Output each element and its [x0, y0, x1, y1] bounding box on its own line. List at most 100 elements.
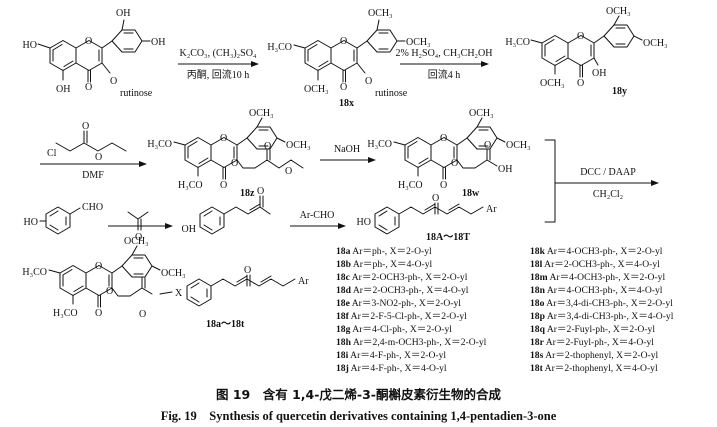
substituent-text: Ar＝2-F-5-Cl-ph-, X＝2-O-yl: [351, 311, 468, 322]
svg-text:18f Ar＝2-F-5-Cl-ph-, X＝2-O-yl: 18f Ar＝2-F-5-Cl-ph-, X＝2-O-yl: [336, 311, 467, 322]
condition-label: 丙酮, 回流10 h: [187, 68, 250, 81]
atom-label: O: [82, 121, 89, 132]
reagent-label: NaOH: [334, 144, 360, 155]
atom-label: Ar: [486, 204, 497, 215]
substituent-text: Ar＝3-NO2-ph-, X＝2-O-yl: [352, 298, 462, 309]
atom-label: HO: [24, 217, 38, 228]
reagent-label: DCC / DAAP: [580, 167, 636, 178]
figure-caption-chinese: 图 19 含有 1,4-戊二烯-3-酮槲皮素衍生物的合成: [215, 387, 501, 402]
compound-id: 18t: [530, 363, 544, 374]
atom-label: O: [231, 158, 238, 169]
svg-text:18o Ar＝3,4-di-CH3-ph-, X＝2-O-y: 18o Ar＝3,4-di-CH3-ph-, X＝2-O-yl: [530, 298, 673, 309]
atom-label: OCH₃: [606, 6, 631, 17]
svg-text:18j Ar＝4-F-ph-, X＝4-O-yl: 18j Ar＝4-F-ph-, X＝4-O-yl: [336, 363, 447, 374]
atom-label: OH: [151, 37, 165, 48]
compound-id: 18q: [530, 324, 546, 335]
atom-label: OCH₃: [304, 84, 329, 95]
atom-label: Ar: [298, 276, 309, 287]
compound-label-18A-18T: 18A～18T: [426, 232, 470, 243]
compound-id: 18g: [336, 324, 351, 335]
compound-id: 18j: [336, 363, 349, 374]
svg-text:18c Ar＝2-OCH3-ph-, X＝2-O-yl: 18c Ar＝2-OCH3-ph-, X＝2-O-yl: [336, 272, 468, 283]
atom-label: O: [340, 36, 347, 47]
substituent-text: Ar＝ph-, X＝2-O-yl: [352, 246, 432, 257]
hydroxybenzaldehyde-structure: [39, 206, 81, 235]
atom-label: H₃CO: [267, 42, 292, 53]
substituent-text: Ar＝ph-, X＝4-O-yl: [353, 259, 433, 270]
compound-label-18a-18t: 18a～18t: [206, 319, 245, 330]
svg-text:18k Ar＝4-OCH3-ph-, X＝2-O-yl: 18k Ar＝4-OCH3-ph-, X＝2-O-yl: [530, 246, 663, 257]
atom-label: HO: [23, 40, 37, 51]
substituent-list-right: 18k Ar＝4-OCH3-ph-, X＝2-O-yl 18l Ar＝2-OCH…: [530, 246, 674, 374]
atom-label: O: [244, 265, 251, 276]
atom-label: O: [85, 82, 92, 93]
reagent-label: 2% H₂SO₄, CH₃CH₂OH: [395, 48, 492, 59]
compound-id: 18o: [530, 298, 545, 309]
reaction-bracket: [544, 139, 556, 223]
compound-label-18w: 18w: [462, 188, 480, 199]
substituent-text: Ar＝2-Fuyl-ph-, X＝2-O-yl: [547, 324, 656, 335]
svg-text:18r Ar＝2-Fuyl-ph-, X＝4-O-yl: 18r Ar＝2-Fuyl-ph-, X＝4-O-yl: [530, 337, 654, 348]
substituent-text: Ar＝3,4-di-CH3-ph-, X＝4-O-yl: [547, 311, 674, 322]
atom-label: O: [220, 133, 227, 144]
condition-label: CH₂Cl₂: [593, 189, 623, 200]
substituent-text: Ar＝4-OCH3-ph-, X＝2-O-yl: [547, 246, 663, 257]
atom-label: O: [577, 78, 584, 89]
atom-label: O: [95, 261, 102, 272]
svg-text:18q Ar＝2-Fuyl-ph-, X＝2-O-yl: 18q Ar＝2-Fuyl-ph-, X＝2-O-yl: [530, 324, 655, 335]
atom-label: HO: [357, 217, 371, 228]
ethyl-chloroacetate-structure: [55, 130, 127, 152]
substituent-text: Ar＝3,4-di-CH3-ph-, X＝2-O-yl: [546, 298, 673, 309]
svg-text:18d Ar＝2-OCH3-ph-, X＝4-O-yl: 18d Ar＝2-OCH3-ph-, X＝4-O-yl: [336, 285, 469, 296]
substituent-text: Ar＝2-OCH3-ph-, X＝4-O-yl: [353, 285, 469, 296]
svg-text:18p Ar＝3,4-di-CH3-ph-, X＝4-O-y: 18p Ar＝3,4-di-CH3-ph-, X＝4-O-yl: [530, 311, 674, 322]
atom-label: H₃CO: [22, 267, 47, 278]
compound-id: 18d: [336, 285, 352, 296]
atom-label: O: [95, 152, 102, 163]
atom-label: O: [285, 166, 292, 177]
condition-label: 回流4 h: [428, 68, 461, 81]
hydroxybenzalacetone-structure: [199, 195, 271, 235]
substituent-text: Ar＝2-thophenyl, X＝2-O-yl: [545, 350, 658, 361]
substituent-text: Ar＝2-Fuyl-ph-, X＝4-O-yl: [546, 337, 655, 348]
atom-label: Cl: [47, 148, 57, 159]
compound-label-18x: 18x: [339, 98, 354, 109]
compound-id: 18f: [336, 311, 350, 322]
atom-label: O: [440, 133, 447, 144]
svg-text:18s Ar＝2-thophenyl, X＝2-O-yl: 18s Ar＝2-thophenyl, X＝2-O-yl: [530, 350, 659, 361]
compound-id: 18c: [336, 272, 351, 283]
atom-label: O: [106, 286, 113, 297]
atom-label: H₃CO: [147, 139, 172, 150]
rutinose-label: rutinose: [375, 88, 408, 99]
svg-text:18b Ar＝ph-, X＝4-O-yl: 18b Ar＝ph-, X＝4-O-yl: [336, 259, 433, 270]
substituent-text: Ar＝4-F-ph-, X＝4-O-yl: [351, 363, 447, 374]
atom-label: O: [220, 180, 227, 191]
atom-label: H₃CO: [178, 180, 203, 191]
svg-text:18l Ar＝2-OCH3-ph-, X＝4-O-yl: 18l Ar＝2-OCH3-ph-, X＝4-O-yl: [530, 259, 660, 270]
compound-id: 18h: [336, 337, 352, 348]
atom-label: OCH₃: [368, 8, 393, 19]
final-product-structure: [48, 245, 296, 308]
atom-label: OCH₃: [469, 108, 494, 119]
atom-label: O: [365, 76, 372, 87]
compound-id: 18e: [336, 298, 351, 309]
compound-id: 18m: [530, 272, 548, 283]
compound-18z-structure: [173, 117, 304, 180]
compound-18x-structure: [293, 19, 406, 83]
svg-text:18i Ar＝4-F-ph-, X＝2-O-yl: 18i Ar＝4-F-ph-, X＝2-O-yl: [336, 350, 446, 361]
compound-id: 18p: [530, 311, 545, 322]
atom-label: O: [432, 193, 439, 204]
atom-label: OCH₃: [161, 268, 186, 279]
compound-id: 18n: [530, 285, 546, 296]
acetone-structure: [127, 211, 149, 231]
atom-label: OH: [498, 164, 512, 175]
atom-label: OH: [182, 224, 196, 235]
atom-label: OCH₃: [506, 140, 531, 151]
rutin-structure: [37, 19, 151, 83]
substituent-text: Ar＝4-F-ph-, X＝2-O-yl: [350, 350, 446, 361]
substituent-text: Ar＝2-OCH3-ph-, X＝2-O-yl: [352, 272, 468, 283]
compound-id: 18l: [530, 259, 543, 270]
svg-text:18h Ar＝2,4-m-OCH3-ph-, X＝2-O-y: 18h Ar＝2,4-m-OCH3-ph-, X＝2-O-yl: [336, 337, 487, 348]
condition-label: DMF: [82, 170, 104, 181]
